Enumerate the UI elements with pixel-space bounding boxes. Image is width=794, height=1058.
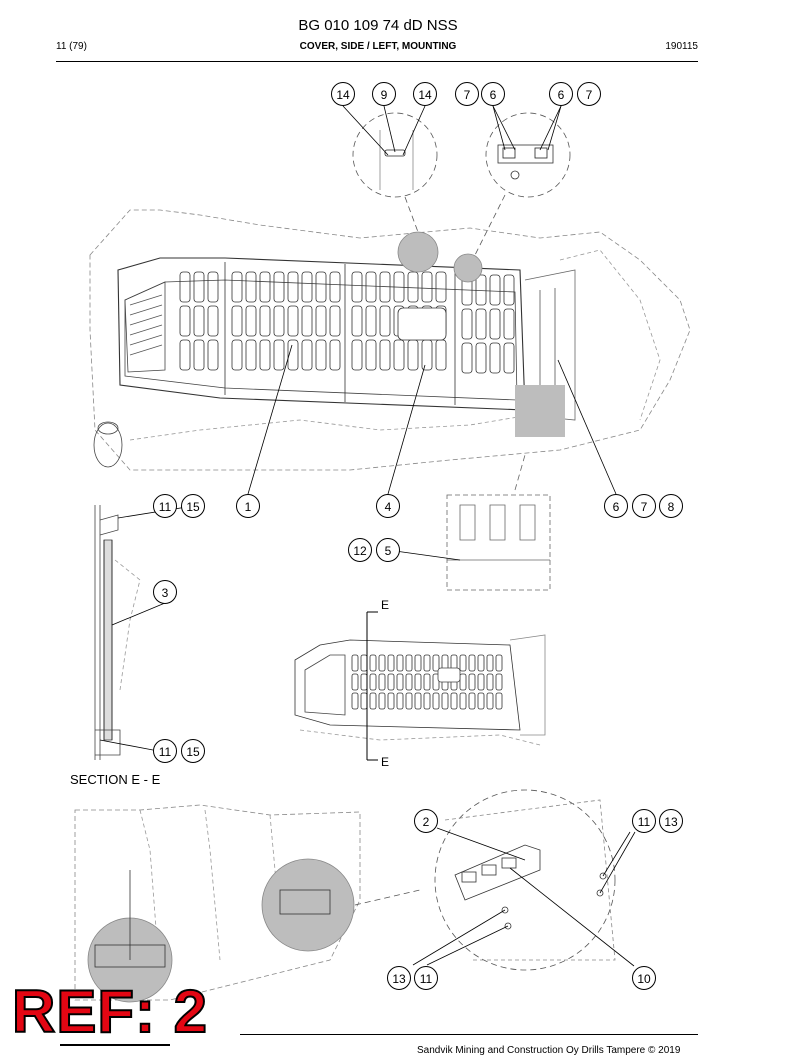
bottom-right-detail-circle — [434, 789, 616, 971]
callout-bubble: 1 — [236, 494, 260, 518]
callout-bubble: 11 — [153, 494, 177, 518]
callout-bubble: 10 — [632, 966, 656, 990]
document-title: BG 010 109 74 dD NSS — [298, 17, 458, 34]
detail-circle-fasteners-top — [352, 112, 438, 233]
callout-bubble: 15 — [181, 494, 205, 518]
callout-bubble: 3 — [153, 580, 177, 604]
header-divider — [56, 61, 698, 62]
callout-bubble: 14 — [413, 82, 437, 106]
callout-bubble: 6 — [481, 82, 505, 106]
footer-copyright: Sandvik Mining and Construction Oy Drill… — [417, 1045, 681, 1056]
ref-stamp: REF: 2 — [11, 978, 209, 1045]
callout-bubble: 14 — [331, 82, 355, 106]
mid-view-cover — [294, 611, 546, 761]
leader-lines — [99, 105, 636, 967]
callout-bubble: 11 — [632, 809, 656, 833]
section-title: COVER, SIDE / LEFT, MOUNTING — [299, 41, 457, 52]
document-date: 190115 — [665, 41, 698, 52]
callout-bubble: 13 — [387, 966, 411, 990]
page-number: 11 (79) — [56, 41, 87, 52]
detail-circle-hinges-top — [474, 112, 571, 256]
callout-bubble: 4 — [376, 494, 400, 518]
callout-bubble: 7 — [455, 82, 479, 106]
callout-bubble: 2 — [414, 809, 438, 833]
callout-bubble: 13 — [659, 809, 683, 833]
callout-bubble: 15 — [181, 739, 205, 763]
main-cover-view — [89, 209, 691, 471]
callout-bubble: 11 — [153, 739, 177, 763]
footer-divider — [240, 1034, 698, 1035]
callout-bubble: 6 — [604, 494, 628, 518]
section-view-title: SECTION E - E — [70, 772, 161, 787]
callout-bubble: 11 — [414, 966, 438, 990]
section-marker-bottom: E — [381, 755, 390, 769]
callout-bubble: 9 — [372, 82, 396, 106]
callout-bubble: 7 — [632, 494, 656, 518]
bottom-left-machine-view — [74, 804, 421, 1003]
footer-logo — [60, 1044, 170, 1058]
callout-bubble: 5 — [376, 538, 400, 562]
callout-bubble: 12 — [348, 538, 372, 562]
callout-bubble: 6 — [549, 82, 573, 106]
callout-bubble: 7 — [577, 82, 601, 106]
detail-box-lower — [446, 454, 551, 591]
section-marker-top: E — [381, 598, 390, 612]
section-e-e-view — [94, 505, 141, 760]
callout-bubble: 8 — [659, 494, 683, 518]
